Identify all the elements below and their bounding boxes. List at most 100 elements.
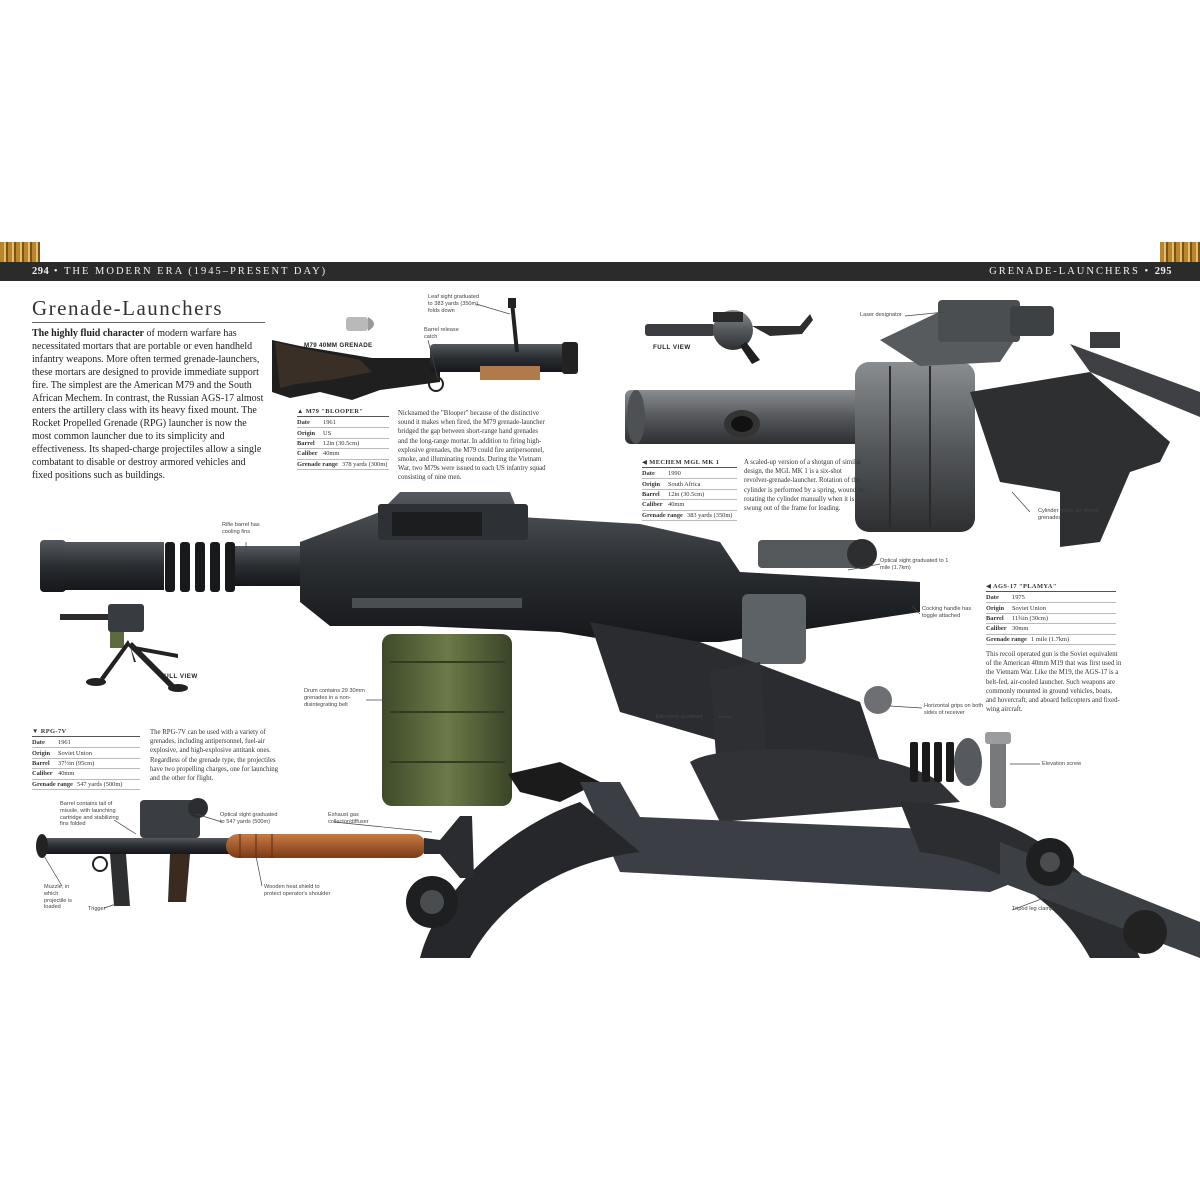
header-separator-right: • — [1144, 266, 1155, 277]
mechem-spec-row: Origin South Africa — [642, 479, 737, 490]
ags17-spec-row: Date 1975 — [986, 593, 1116, 604]
mechem-full-view-label: FULL VIEW — [653, 344, 691, 351]
ags17-elevating-quadrant-callout: Elevating quadrant — [656, 714, 703, 720]
mechem-laser-callout: Laser designator — [860, 312, 902, 318]
spec-key: Grenade range — [32, 780, 73, 788]
m79-grenade-label: M79 40MM GRENADE — [304, 342, 373, 349]
header-left: 294 • The Modern Era (1945–Present Day) — [32, 262, 327, 281]
spec-value: 378 yards (300m) — [342, 460, 388, 468]
left-running-title: The Modern Era (1945–Present Day) — [64, 266, 328, 277]
left-page-number: 294 — [32, 266, 50, 277]
rpg7-muzzle-callout: Muzzle, in which projectile is loaded — [44, 884, 72, 911]
spec-key: Origin — [32, 749, 51, 757]
mechem-spec-row: Barrel 12in (30.5cm) — [642, 490, 737, 501]
m79-leaf-sight-callout: Leaf sight graduated to 383 yards (350m)… — [428, 294, 480, 314]
ags17-full-view-image — [60, 604, 188, 692]
m79-launcher-image — [272, 298, 578, 400]
ags17-tripod-clamp-callout: Tripod leg clamp — [1012, 906, 1054, 912]
spec-key: Barrel — [32, 759, 50, 767]
ags17-main-image — [40, 492, 1200, 958]
section-title: Grenade-Launchers — [32, 296, 224, 320]
header-right: Grenade-Launchers • 295 — [989, 262, 1172, 281]
spec-key: Caliber — [32, 770, 53, 778]
title-rule — [32, 322, 265, 323]
spec-key: Date — [986, 594, 999, 602]
ags17-spec-row: Caliber 30mm — [986, 624, 1116, 635]
right-running-title: Grenade-Launchers — [989, 266, 1140, 277]
m79-spec-row: Origin US — [297, 428, 389, 439]
spec-key: Barrel — [297, 439, 315, 447]
m79-spec-row: Barrel 12in (30.5cm) — [297, 439, 389, 450]
rpg7-spec-title: ▼ RPG-7V — [32, 728, 140, 737]
ags17-spec-row: Grenade range 1 mile (1.7km) — [986, 635, 1116, 645]
rpg7-spec-row: Caliber 40mm — [32, 769, 140, 780]
callout-leaders — [43, 303, 1061, 911]
spec-value: 1975 — [1012, 594, 1025, 602]
ags17-rifle-barrel-callout: Rifle barrel has cooling fins — [222, 522, 260, 535]
spec-key: Barrel — [642, 490, 660, 498]
m79-spec-row: Caliber 40mm — [297, 449, 389, 460]
weapon-illustrations — [36, 298, 1200, 958]
rpg7-spec-row: Origin Soviet Union — [32, 748, 140, 759]
ags17-elevation-screw-callout: Elevation screw — [1042, 761, 1082, 767]
mechem-spec-title: ◀ MECHEM MGL MK 1 — [642, 458, 737, 468]
rpg7-barrel-tail-callout: Barrel contains tail of missile, with la… — [60, 801, 119, 828]
spec-value: 383 yards (350m) — [687, 511, 733, 519]
spec-value: 12in (30.5cm) — [323, 439, 360, 447]
spec-key: Grenade range — [642, 511, 683, 519]
spec-key: Grenade range — [986, 635, 1027, 643]
spec-value: 37½in (95cm) — [58, 759, 95, 767]
spec-value: 1961 — [58, 739, 71, 747]
header-separator-left: • — [53, 266, 64, 277]
running-header: 294 • The Modern Era (1945–Present Day) … — [0, 262, 1200, 281]
rpg7-optical-sight-callout: Optical sight graduated to 547 yards (50… — [220, 812, 278, 825]
m79-spec-title: ▲ M79 "BLOOPER" — [297, 408, 389, 417]
spec-key: Barrel — [986, 614, 1004, 622]
spec-key: Caliber — [986, 625, 1007, 633]
spec-value: 1 mile (1.7km) — [1031, 635, 1070, 643]
spec-key: Date — [642, 470, 655, 478]
right-page-number: 295 — [1154, 266, 1172, 277]
m79-description: Nicknamed the "Blooper" because of the d… — [398, 410, 546, 482]
spec-key: Grenade range — [297, 460, 338, 468]
spec-value: 1961 — [323, 419, 336, 427]
spec-key: Origin — [297, 429, 316, 437]
spec-value: US — [323, 429, 332, 437]
rpg7-exhaust-callout: Exhaust gas collector/diffuser — [328, 812, 369, 825]
spec-value: 40mm — [668, 501, 685, 509]
mechem-cylinder-callout: Cylinder holds six 40mm grenades — [1038, 508, 1099, 521]
ags17-spec-title: ◀ AGS-17 "PLAMYA" — [986, 582, 1116, 592]
mechem-spec-table: ◀ MECHEM MGL MK 1 Date 1990 Origin South A… — [642, 458, 737, 521]
ammo-strip-right — [1160, 242, 1200, 262]
rpg7-image — [36, 798, 474, 906]
spec-value: 40mm — [58, 770, 75, 778]
intro-paragraph: The highly fluid character of modern war… — [32, 328, 268, 483]
rpg7-description: The RPG-7V can be used with a variety of… — [150, 729, 279, 783]
spec-key: Origin — [642, 480, 661, 488]
ags17-optical-sight-callout: Optical sight graduated to 1 mile (1.7km… — [880, 558, 949, 571]
spec-value: 40mm — [323, 450, 340, 458]
spec-value: 1990 — [668, 470, 681, 478]
mechem-main-image — [625, 300, 1200, 547]
spec-value: 12in (30.5cm) — [668, 490, 705, 498]
ags17-full-view-label: FULL VIEW — [160, 673, 198, 680]
intro-body: of modern warfare has necessitated morta… — [32, 328, 264, 481]
spec-value: Soviet Union — [58, 749, 92, 757]
ags17-cocking-handle-callout: Cocking handle has toggle attached — [922, 606, 972, 619]
intro-lead: The highly fluid character — [32, 328, 144, 339]
m79-grenade-image — [346, 317, 374, 331]
ammo-strip-left — [0, 242, 40, 262]
rpg7-heat-shield-callout: Wooden heat shield to protect operator's… — [264, 884, 331, 897]
ags17-description: This recoil operated gun is the Soviet e… — [986, 651, 1122, 714]
spec-value: South Africa — [668, 480, 701, 488]
spec-key: Caliber — [297, 450, 318, 458]
spec-value: 30mm — [1012, 625, 1029, 633]
